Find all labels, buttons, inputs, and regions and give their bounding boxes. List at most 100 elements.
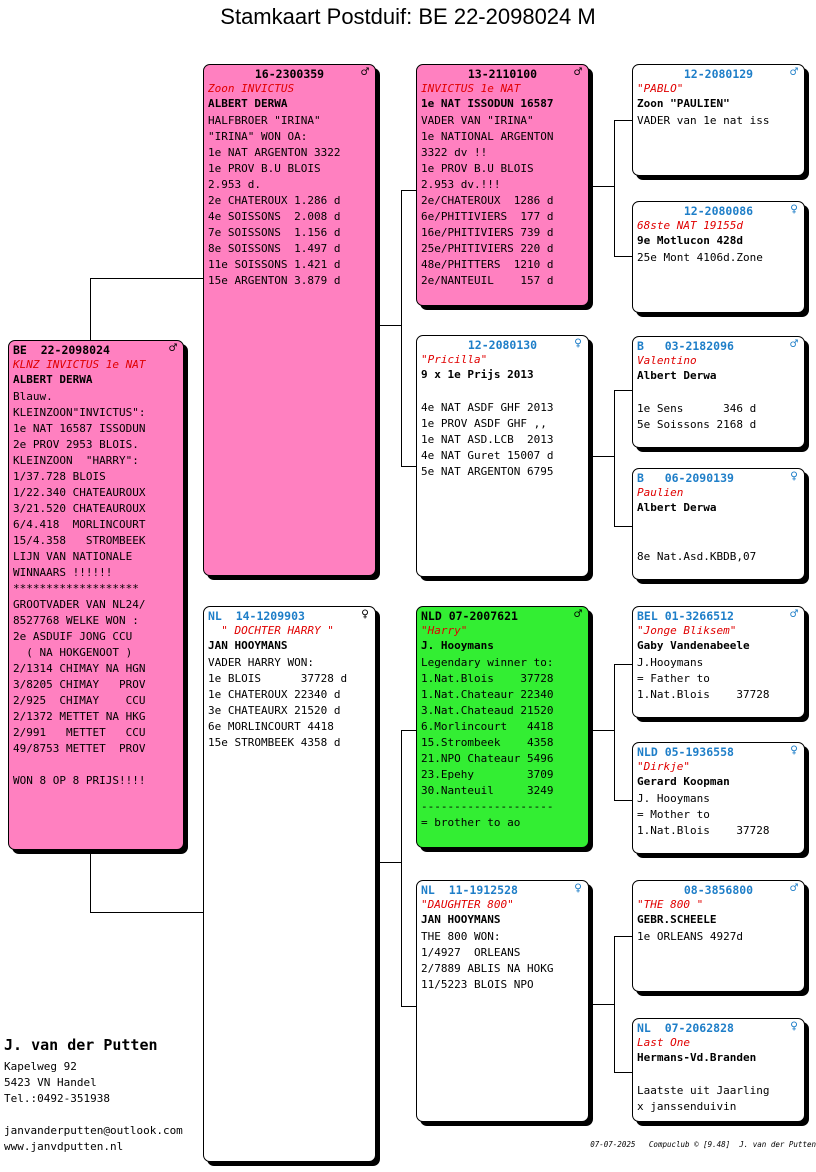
ring-number: B 03-2182096 — [637, 339, 734, 353]
owner-address-city: 5423 VN Handel — [4, 1076, 97, 1089]
performance-lines: 8e Nat.Asd.KBDB,07 — [637, 517, 800, 565]
ring-number: 12-2080086 — [683, 204, 754, 218]
connector-line — [90, 278, 91, 340]
performance-line: 2.953 dv.!!! — [421, 178, 501, 191]
male-icon: ♂ — [790, 881, 798, 896]
connector-line — [614, 120, 632, 121]
performance-line: 6e MORLINCOURT 4418 — [208, 720, 334, 733]
connector-line — [588, 186, 614, 187]
performance-line: 15e ARGENTON 3.879 d — [208, 274, 341, 287]
pedigree-card-main: BE 22-2098024♂ KLNZ INVICTUS 1e NAT ALBE… — [8, 340, 184, 850]
performance-line: 15.Strombeek 4358 — [421, 736, 554, 749]
pigeon-name: "THE 800 " — [637, 898, 704, 911]
performance-line: 21.NPO Chateaur 5496 — [421, 752, 554, 765]
performance-line: 1.Nat.Blois 37728 — [421, 672, 554, 685]
owner-address-street: Kapelweg 92 — [4, 1060, 77, 1073]
pedigree-card-fmm: B 06-2090139♀ Paulien Albert Derwa 8e Na… — [632, 468, 805, 580]
female-icon: ♀ — [790, 202, 798, 217]
connector-line — [614, 526, 632, 527]
performance-line: 1.Nat.Blois 37728 — [637, 824, 770, 837]
pigeon-name: "Harry" — [421, 624, 468, 637]
breeder-name: GEBR.SCHEELE — [637, 913, 717, 926]
performance-line: 4e NAT ASDF GHF 2013 — [421, 401, 554, 414]
connector-line — [401, 190, 402, 466]
ring-number: 13-2110100 — [467, 67, 538, 81]
pedigree-card-father-mother: 12-2080130♀ "Pricilla" 9 x 1e Prijs 2013… — [416, 335, 589, 577]
ring-number: 16-2300359 — [254, 67, 325, 81]
connector-line — [614, 936, 615, 1072]
connector-line — [90, 850, 91, 912]
ring-number: NLD 05-1936558 — [637, 745, 734, 759]
performance-line: 16e/PHITIVIERS 739 d — [421, 226, 554, 239]
performance-line: 30.Nanteuil 3249 — [421, 784, 554, 797]
connector-line — [614, 664, 632, 665]
owner-email[interactable]: janvanderputten@outlook.com — [4, 1124, 183, 1137]
performance-line — [637, 517, 800, 533]
ring-number: BEL 01-3266512 — [637, 609, 734, 623]
performance-line: 4e NAT Guret 15007 d — [421, 449, 554, 462]
page-title: Stamkaart Postduif: BE 22-2098024 M — [220, 4, 596, 29]
breeder-name: Albert Derwa — [637, 369, 717, 382]
pedigree-card-mother-mother: NL 11-1912528♀ "DAUGHTER 800" JAN HOOYMA… — [416, 880, 589, 1122]
pigeon-name: " DOCHTER HARRY " — [208, 624, 334, 637]
breeder-name: JAN HOOYMANS — [208, 639, 288, 652]
connector-line — [90, 278, 204, 279]
breeder-name: Gerard Koopman — [637, 775, 730, 788]
performance-line: "IRINA" WON OA: — [208, 130, 308, 143]
connector-line — [614, 664, 615, 800]
performance-line: KLEINZOON"INVICTUS": — [13, 406, 146, 419]
performance-line: 1e BLOIS 37728 d — [208, 672, 348, 685]
male-icon: ♂ — [790, 65, 798, 80]
performance-line: 2/925 CHIMAY CCU — [13, 694, 146, 707]
pedigree-card-fmf: B 03-2182096♂ Valentino Albert Derwa 1e … — [632, 336, 805, 448]
performance-line: -------------------- — [421, 800, 554, 813]
connector-line — [376, 325, 401, 326]
performance-line: 11e SOISSONS 1.421 d — [208, 258, 341, 271]
performance-line: 15/4.358 STROMBEEK — [13, 534, 146, 547]
pigeon-name: "Dirkje" — [637, 760, 690, 773]
ring-number: NL 11-1912528 — [421, 883, 518, 897]
performance-line: 5e NAT ARGENTON 6795 — [421, 465, 554, 478]
performance-line: = Mother to — [637, 808, 710, 821]
owner-website[interactable]: www.janvdputten.nl — [4, 1140, 124, 1153]
female-icon: ♀ — [790, 1019, 798, 1034]
connector-line — [614, 1072, 632, 1073]
performance-line: 1e CHATEROUX 22340 d — [208, 688, 341, 701]
performance-line: = brother to ao — [421, 816, 521, 829]
performance-line: 1e NATIONAL ARGENTON — [421, 130, 554, 143]
connector-line — [588, 1004, 614, 1005]
performance-lines: HALFBROER "IRINA" "IRINA" WON OA: 1e NAT A… — [208, 113, 371, 289]
performance-line: 48e/PHITTERS 1210 d — [421, 258, 554, 271]
breeder-name: Gaby Vandenabeele — [637, 639, 750, 652]
connector-line — [614, 390, 632, 391]
pedigree-card-ffm: 12-2080086♀ 68ste NAT 19155d 9e Motlucon… — [632, 201, 805, 313]
performance-line: J. Hooymans — [637, 792, 710, 805]
pigeon-name: Last One — [637, 1036, 690, 1049]
ring-number: B 06-2090139 — [637, 471, 734, 485]
performance-line: 6e/PHITIVIERS 177 d — [421, 210, 554, 223]
performance-line: 3e CHATEAURX 21520 d — [208, 704, 341, 717]
connector-line — [376, 862, 401, 863]
pigeon-name: KLNZ INVICTUS 1e NAT — [13, 358, 146, 371]
performance-lines: 1e ORLEANS 4927d — [637, 929, 800, 945]
pedigree-card-mmm: NL 07-2062828♀ Last One Hermans-Vd.Brand… — [632, 1018, 805, 1122]
performance-line: 2e PROV 2953 BLOIS. — [13, 438, 139, 451]
performance-line: Blauw. — [13, 390, 53, 403]
performance-line: 1e NAT ARGENTON 3322 — [208, 146, 341, 159]
performance-line: = Father to — [637, 672, 710, 685]
performance-line: 11/5223 BLOIS NPO — [421, 978, 534, 991]
performance-line: 15e STROMBEEK 4358 d — [208, 736, 341, 749]
performance-line: 8527768 WELKE WON : — [13, 614, 139, 627]
performance-line: HALFBROER "IRINA" — [208, 114, 321, 127]
performance-line: 1e NAT 16587 ISSODUN — [13, 422, 146, 435]
footer-credit: 07-07-2025 Compuclub © [9.48] J. van der… — [590, 1140, 816, 1149]
pigeon-name: "PABLO" — [637, 82, 684, 95]
pigeon-name: "Jonge Bliksem" — [637, 624, 737, 637]
performance-line: 1e PROV B.U BLOIS — [208, 162, 321, 175]
ring-number: NL 07-2062828 — [637, 1021, 734, 1035]
pedigree-card-mmf: 08-3856800♂ "THE 800 " GEBR.SCHEELE 1e O… — [632, 880, 805, 992]
performance-line — [421, 384, 584, 400]
performance-line: 2/991 METTET CCU — [13, 726, 146, 739]
